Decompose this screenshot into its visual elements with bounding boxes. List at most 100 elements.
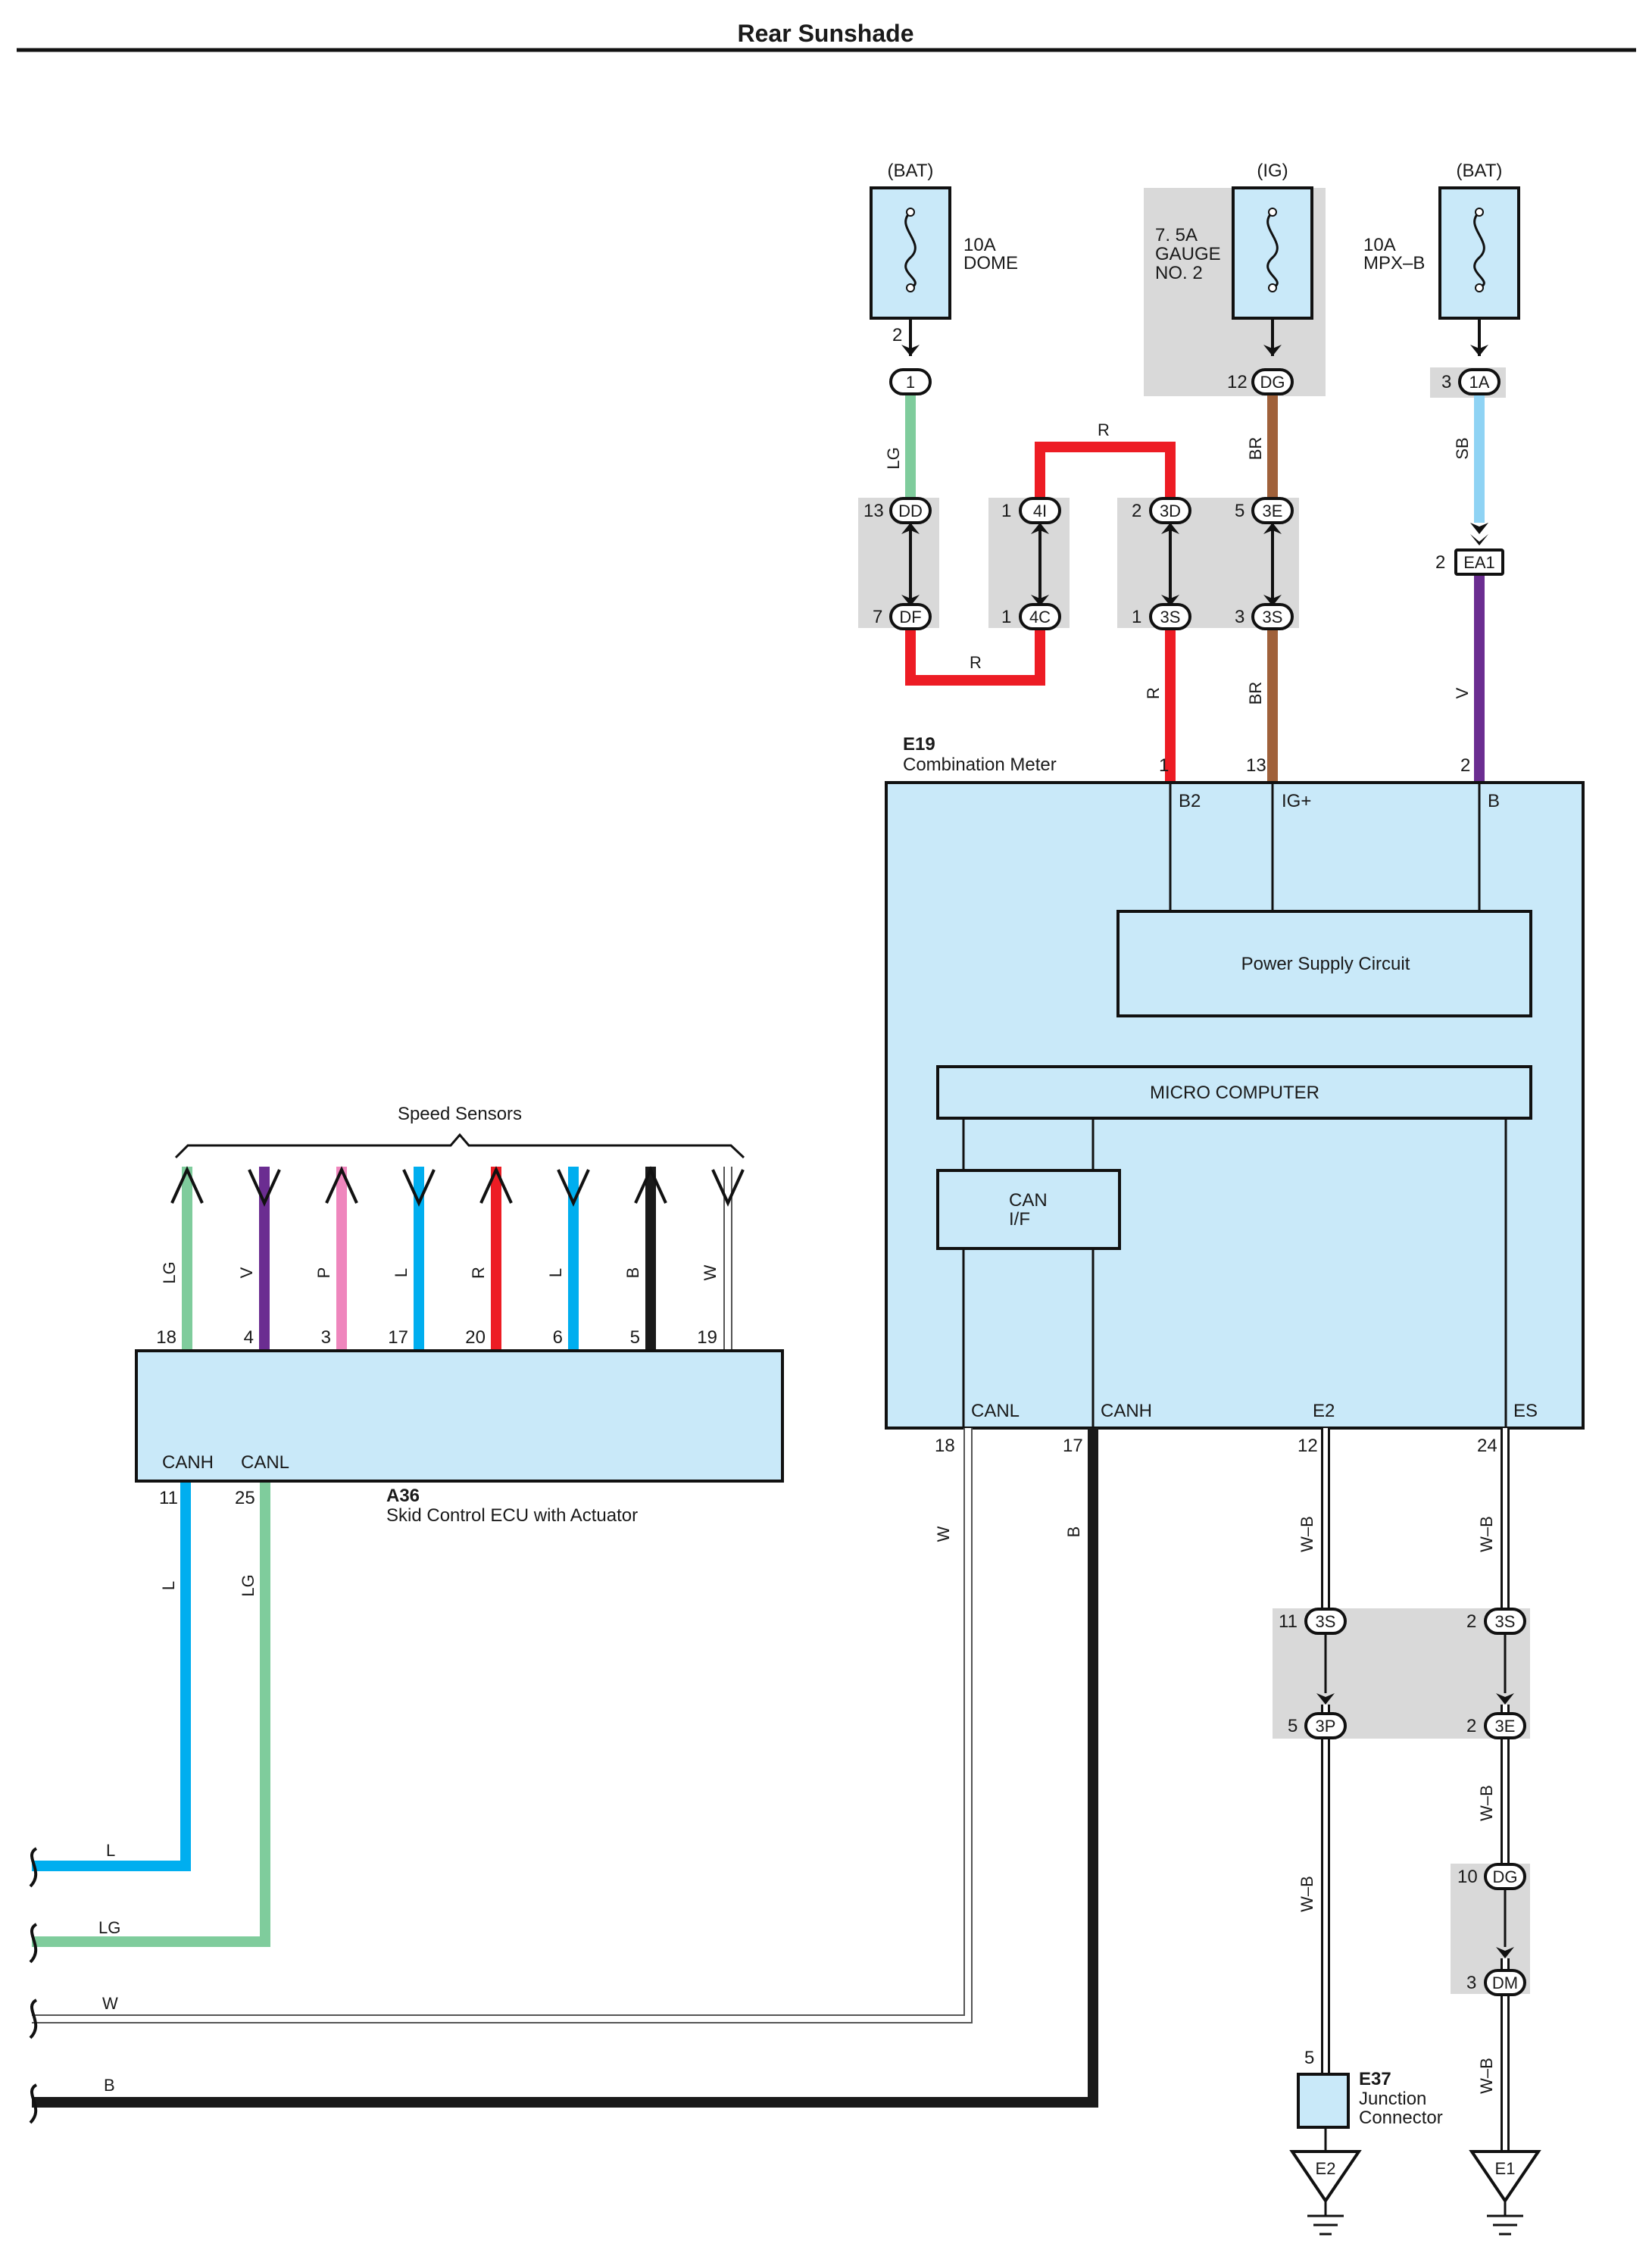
connector-pin: 3 bbox=[1235, 607, 1244, 627]
wire-end-labels: L LG W B bbox=[98, 1841, 120, 2095]
svg-text:W–B: W–B bbox=[1477, 1785, 1496, 1821]
meter-terminal-b: B bbox=[1488, 791, 1500, 811]
speed-sensor-wire-color: V bbox=[237, 1267, 256, 1278]
fuse-icon bbox=[1266, 211, 1279, 289]
connector-pin: 1 bbox=[1132, 607, 1141, 627]
speed-sensor-wire-color: B bbox=[623, 1267, 642, 1279]
connector-pin: 7 bbox=[873, 607, 882, 627]
connectors-bottom: 3S 11 3P 5 3S 2 3E 2 DG 10 DM 3 bbox=[1279, 1608, 1526, 1996]
arrow-down-icon bbox=[557, 1169, 590, 1207]
connectors-top: 1 2 DG 12 1A 3 DD 13 DF 7 4I 1 4C 1 3D 2… bbox=[863, 325, 1504, 630]
connector-code: DG bbox=[1260, 373, 1285, 392]
svg-text:5: 5 bbox=[1288, 1716, 1298, 1736]
meter-pin-e2: 12 bbox=[1298, 1436, 1318, 1456]
wire-labels-bottom: W B W–B W–B W–B W–B W–B L LG bbox=[159, 1516, 1496, 2094]
wire-ends bbox=[29, 1847, 38, 2124]
micro-computer bbox=[936, 1065, 1532, 1120]
connector-pin: 12 bbox=[1227, 372, 1248, 392]
meter-terminal-e2: E2 bbox=[1313, 1401, 1335, 1421]
svg-text:3: 3 bbox=[1466, 1973, 1476, 1993]
speed-sensor-pin: 6 bbox=[553, 1327, 563, 1348]
junction-name: Junction bbox=[1359, 2089, 1426, 2109]
connector-pin: 2 bbox=[892, 325, 902, 345]
power-supply-circuit bbox=[1116, 910, 1532, 1017]
connector-pin: 13 bbox=[863, 501, 884, 521]
ecu-pin-canl: 25 bbox=[235, 1488, 255, 1508]
meter-pin-b2: 1 bbox=[1159, 755, 1169, 776]
svg-text:W: W bbox=[934, 1526, 953, 1542]
fuse-name-2: NO. 2 bbox=[1155, 263, 1203, 283]
connector-pin: 1 bbox=[1001, 501, 1011, 521]
svg-text:11: 11 bbox=[1279, 1611, 1298, 1632]
speed-sensor-pin: 20 bbox=[465, 1327, 486, 1348]
connector-code: 1A bbox=[1469, 373, 1490, 392]
fuse-dome: (BAT) 10A DOME bbox=[870, 161, 1018, 320]
fuse-rating: 10A bbox=[1363, 235, 1396, 255]
fuse-supply: (IG) bbox=[1257, 161, 1288, 181]
svg-text:BR: BR bbox=[1246, 682, 1265, 705]
arrow-up-icon bbox=[325, 1166, 358, 1204]
speed-sensor-pin: 3 bbox=[321, 1327, 331, 1348]
speed-sensor-wire-color: LG bbox=[160, 1261, 179, 1283]
connector-code: 4I bbox=[1033, 502, 1047, 520]
speed-sensor-wire-color: L bbox=[546, 1268, 565, 1277]
svg-text:V: V bbox=[1453, 687, 1472, 698]
combination-meter: E19 Combination Meter 1 13 2 B2 IG+ B Po… bbox=[885, 734, 1585, 1456]
connector-code: DF bbox=[899, 608, 921, 627]
connector-pin: 1 bbox=[1001, 607, 1011, 627]
wire-lg-canl bbox=[32, 1481, 270, 1947]
connector-pin: 5 bbox=[1235, 501, 1244, 521]
arrow-up-icon bbox=[479, 1166, 513, 1204]
connector-code: 3S bbox=[1160, 608, 1181, 627]
meter-pin-canh: 17 bbox=[1063, 1436, 1083, 1456]
fuse-name: GAUGE bbox=[1155, 244, 1221, 264]
can-if-label-2: I/F bbox=[1009, 1209, 1030, 1230]
page-title: Rear Sunshade bbox=[738, 20, 914, 47]
speed-sensors-label: Speed Sensors bbox=[398, 1104, 522, 1124]
svg-text:L: L bbox=[159, 1581, 178, 1590]
wire-labels-top: LG R R BR SB R BR V bbox=[884, 420, 1472, 705]
connector-code: EA1 bbox=[1463, 553, 1495, 572]
speed-sensor-wire-color: P bbox=[314, 1267, 333, 1279]
fuse-name: MPX–B bbox=[1363, 253, 1425, 273]
svg-text:B: B bbox=[104, 2076, 115, 2095]
svg-text:B: B bbox=[1064, 1527, 1083, 1538]
ecu-id: A36 bbox=[386, 1486, 420, 1506]
junction-connector: 5 E37 Junction Connector bbox=[1297, 2048, 1443, 2152]
ecu-inputs: LG18FL+V4FL–P3FR+L17FR–R20RL+L6RL–B5RR+W… bbox=[156, 1166, 747, 1379]
speed-sensor-pin: 19 bbox=[697, 1327, 717, 1348]
ecu-pin-canh: 11 bbox=[159, 1488, 178, 1508]
svg-text:3P: 3P bbox=[1316, 1717, 1336, 1736]
wire-r-loop-bottom bbox=[905, 629, 1045, 686]
fuse-supply: (BAT) bbox=[1457, 161, 1503, 181]
meter-pin-ig: 13 bbox=[1246, 755, 1266, 776]
meter-terminal-canh: CANH bbox=[1101, 1401, 1152, 1421]
fuse-mpx-b: (BAT) 10A MPX–B bbox=[1363, 161, 1520, 320]
svg-text:LG: LG bbox=[884, 447, 903, 469]
meter-pin-b: 2 bbox=[1460, 755, 1470, 776]
connector-code: DD bbox=[898, 502, 923, 520]
meter-terminal-b2: B2 bbox=[1179, 791, 1201, 811]
svg-text:3E: 3E bbox=[1495, 1717, 1516, 1736]
speed-sensor-pin: 5 bbox=[630, 1327, 640, 1348]
wire-r-loop-top bbox=[1035, 442, 1176, 500]
wire-b-bus bbox=[32, 1428, 1098, 2108]
ecu-name: Skid Control ECU with Actuator bbox=[386, 1505, 638, 1526]
meter-id: E19 bbox=[903, 734, 935, 755]
meter-terminal-canl: CANL bbox=[971, 1401, 1020, 1421]
arrow-up-icon bbox=[170, 1166, 204, 1204]
fuse-rating: 7. 5A bbox=[1155, 225, 1198, 245]
speed-sensor-pin: 18 bbox=[156, 1327, 176, 1348]
wire-w-bus bbox=[32, 1428, 971, 2022]
skid-control-ecu: Speed Sensors LG18FL+V4FL–P3FR+L17FR–R20… bbox=[135, 1104, 784, 1526]
arrow-down-icon bbox=[711, 1169, 745, 1207]
connector-pin: 2 bbox=[1435, 552, 1445, 573]
wire-l-canh bbox=[32, 1481, 191, 1871]
speed-sensor-wire-color: L bbox=[392, 1268, 411, 1277]
svg-text:W–B: W–B bbox=[1477, 1516, 1496, 1552]
junction-id: E37 bbox=[1359, 2069, 1391, 2089]
speed-sensor-pin: 4 bbox=[244, 1327, 254, 1348]
ecu-terminal-canl: CANL bbox=[241, 1452, 289, 1473]
ecu-terminal-canh: CANH bbox=[162, 1452, 214, 1473]
meter-terminal-es: ES bbox=[1513, 1401, 1538, 1421]
